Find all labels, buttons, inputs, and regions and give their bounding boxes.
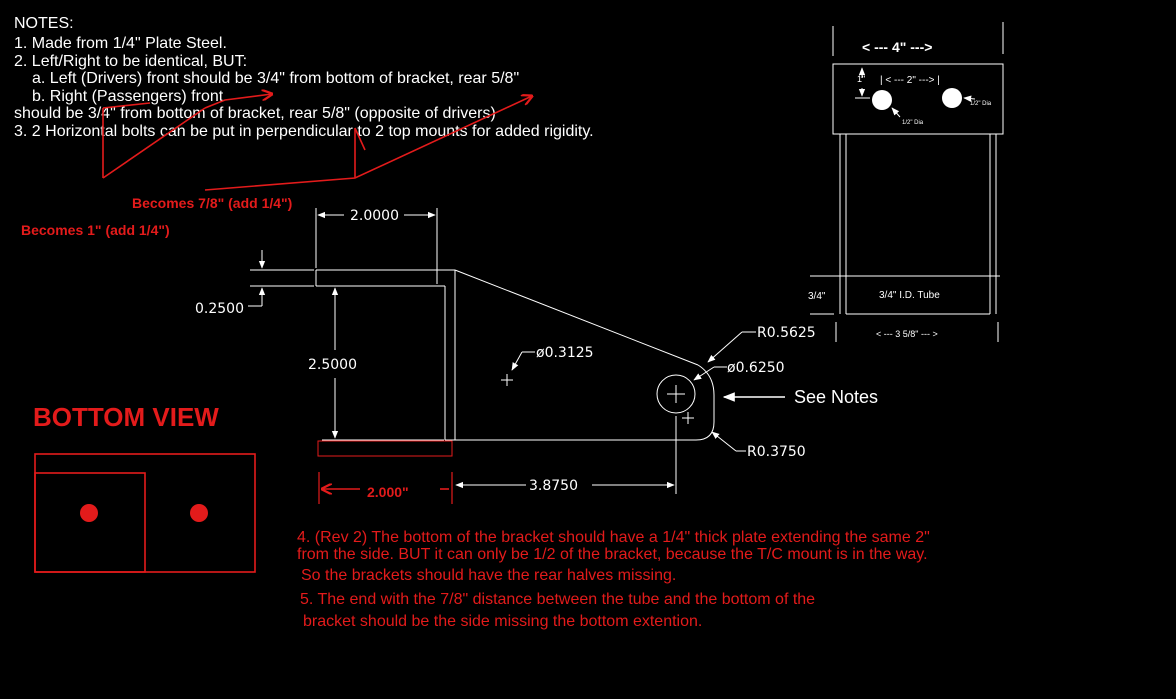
note5-line-1: 5. The end with the 7/8" distance betwee… [300,591,815,608]
tube-label: 3/4" I.D. Tube [879,290,940,301]
note-2a: a. Left (Drivers) front should be 3/4" f… [32,70,519,87]
note-2: 2. Left/Right to be identical, BUT: [14,53,247,70]
small-hole-label: ø0.3125 [536,345,594,361]
end-view-width-label: < --- 4" ---> [862,39,932,55]
big-hole-label: ø0.6250 [727,360,785,376]
bracket-side-view [315,269,715,457]
rev2-line-2: from the side. BUT it can only be 1/2 of… [297,546,928,563]
r-top-label: R0.5625 [757,325,816,341]
bottom-view-diagram [34,453,256,573]
dim-top-width: 2.0000 [315,208,438,284]
dim-plate-thickness: 0.2500 [195,250,314,317]
dim-length: 3.8750 [455,416,677,494]
dim-bottom-ext-label: 2.000" [367,484,409,500]
see-notes-label: See Notes [794,387,878,407]
note-3: 3. 2 Horizontal bolts can be put in perp… [14,123,594,140]
rev2-line-1: 4. (Rev 2) The bottom of the bracket sho… [297,529,930,546]
becomes-1-label: Becomes 1" (add 1/4") [21,222,170,238]
r-bottom-label: R0.3750 [747,444,806,460]
rev2-notes: 4. (Rev 2) The bottom of the bracket sho… [297,529,930,630]
dim-bottom-ext: 2.000" [318,472,453,504]
end-view-hole-right [942,88,962,108]
dim-height-label: 2.5000 [308,357,357,373]
dim-height: 2.5000 [308,287,444,441]
bottom-view-title: BOTTOM VIEW [33,402,219,432]
hole-dia-left-label: 1/2" Dia [902,120,924,126]
dim-length-label: 3.8750 [529,478,578,494]
tube-offset-label: 3/4" [808,291,826,302]
hole-dia-right-label: 1/2" Dia [970,101,992,107]
one-inch-label: 1" [857,74,865,84]
note-2b: b. Right (Passengers) front [32,88,224,105]
note-1: 1. Made from 1/4" Plate Steel. [14,35,227,52]
end-view-hole-left [872,90,892,110]
dim-plate-thickness-label: 0.2500 [195,301,244,317]
note-2c: should be 3/4" from bottom of bracket, r… [14,105,496,122]
becomes-78-label: Becomes 7/8" (add 1/4") [132,195,292,211]
markup-arrows [102,94,532,191]
note5-line-2: bracket should be the side missing the b… [303,613,702,630]
dim-top-width-label: 2.0000 [350,208,399,224]
bottom-view-hole-left [80,504,98,522]
notes-heading: NOTES: [14,15,74,32]
end-view: < --- 4" ---> 1" | < --- 2" ---> | 1/2" … [808,22,1004,342]
bottom-view-hole-right [190,504,208,522]
hole-spacing-label: | < --- 2" ---> | [880,75,940,86]
notes-block: NOTES: 1. Made from 1/4" Plate Steel. 2.… [14,15,594,140]
rev2-line-3: So the brackets should have the rear hal… [301,567,676,584]
tube-width-label: < --- 3 5/8" --- > [876,329,938,339]
